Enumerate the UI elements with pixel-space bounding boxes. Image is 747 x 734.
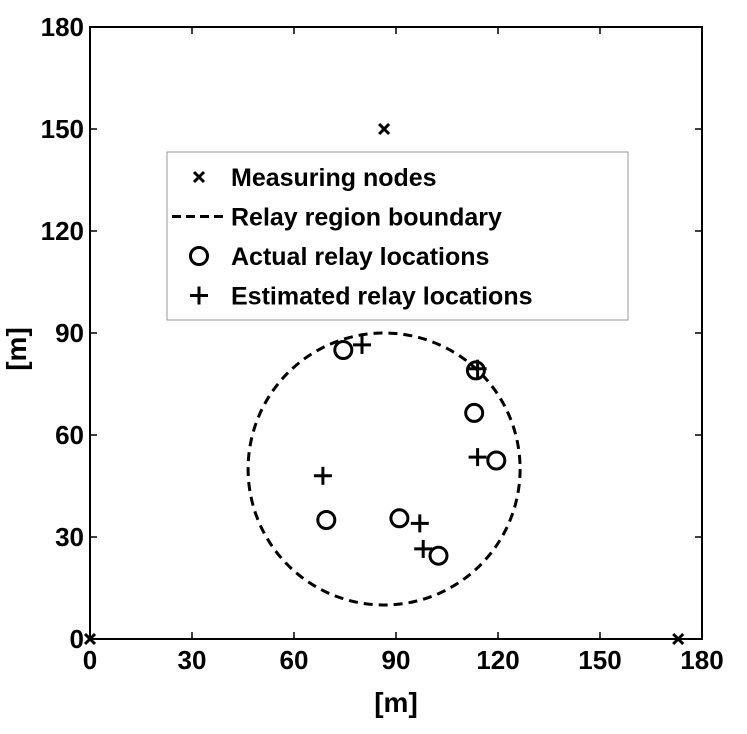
legend-marker-actual <box>189 246 209 266</box>
x-tick-label-2: 60 <box>280 645 309 675</box>
y-tick-label-1: 30 <box>55 522 84 552</box>
x-axis-label: [m] <box>374 687 418 718</box>
y-tick-label-6: 180 <box>41 12 84 42</box>
estimated-relay-point-4 <box>410 514 429 533</box>
x-tick-label-1: 30 <box>178 645 207 675</box>
legend-label-estimated: Estimated relay locations <box>231 283 533 311</box>
actual-relay-point-3 <box>316 510 337 530</box>
legend-item-actual: Actual relay locations <box>189 243 489 271</box>
relay-region-boundary <box>246 331 522 607</box>
actual-relay-point-1 <box>464 402 485 423</box>
legend-item-estimated: Estimated relay locations <box>190 283 533 311</box>
y-tick-label-3: 90 <box>55 318 84 348</box>
x-tick-label-6: 180 <box>680 645 723 675</box>
y-tick-label-0: 0 <box>70 624 84 654</box>
estimated-relay-point-5 <box>414 539 433 558</box>
legend-label-actual: Actual relay locations <box>231 243 489 271</box>
y-tick-label-5: 150 <box>41 114 84 144</box>
axis-ticks: 0 30 60 90 120 150 180 0 30 60 90 120 150 180 <box>41 12 724 675</box>
actual-relay-point-2 <box>486 450 507 471</box>
legend-item-measuring: Measuring nodes <box>192 164 437 192</box>
y-tick-label-2: 60 <box>55 420 84 450</box>
actual-relay-point-0 <box>333 340 354 360</box>
actual-relay-point-6 <box>465 360 486 381</box>
legend-box <box>166 151 629 321</box>
estimated-relay-point-3 <box>313 466 332 485</box>
actual-relay-point-5 <box>428 545 449 566</box>
measuring-node-0 <box>83 632 97 646</box>
x-tick-label-5: 150 <box>578 645 621 675</box>
estimated-relay-point-0 <box>353 335 371 354</box>
y-tick-label-4: 120 <box>41 216 84 246</box>
measuring-node-2 <box>378 122 391 136</box>
legend-marker-measuring <box>192 170 206 184</box>
legend-marker-estimated <box>190 286 208 305</box>
x-tick-label-4: 120 <box>476 645 519 675</box>
legend-label-measuring: Measuring nodes <box>231 164 437 192</box>
x-tick-label-3: 90 <box>382 645 411 675</box>
data-marks <box>83 122 685 646</box>
legend-label-boundary: Relay region boundary <box>231 204 502 232</box>
estimated-relay-point-1 <box>468 359 487 378</box>
y-axis-label: [m] <box>1 327 32 371</box>
actual-relay-point-4 <box>389 508 410 529</box>
x-tick-label-0: 0 <box>83 645 97 675</box>
measuring-node-1 <box>672 632 685 646</box>
estimated-relay-point-2 <box>468 448 487 467</box>
legend-item-boundary: Relay region boundary <box>172 204 502 232</box>
